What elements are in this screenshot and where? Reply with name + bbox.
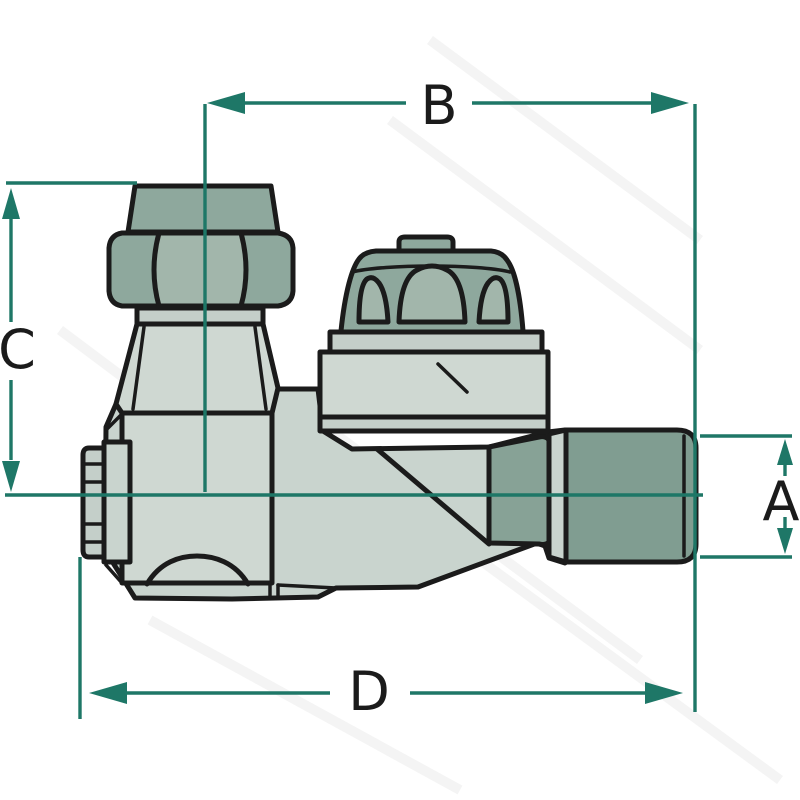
dimension-c: C [0, 181, 137, 492]
bonnet-collar [327, 329, 545, 355]
bonnet-arch-center [396, 263, 468, 325]
inlet-ribbed-cap [80, 445, 107, 560]
dimension-d-label: D [348, 660, 390, 723]
union-tailpiece [125, 183, 281, 235]
union-washer [134, 305, 266, 327]
union-hex-nut-center-facet [151, 230, 249, 309]
outlet-neck [486, 434, 559, 547]
valve-body-group [80, 183, 699, 602]
bonnet-arch-left [356, 275, 391, 325]
dimension-b: B [203, 74, 697, 712]
bonnet-cap [317, 234, 551, 434]
dimension-c-label: C [0, 318, 36, 381]
bonnet-top-nub [396, 234, 456, 254]
union-tube [113, 321, 281, 416]
inlet-cap-back [101, 439, 133, 565]
dimension-a-label: A [763, 470, 800, 533]
bonnet-arch-right [476, 275, 511, 325]
dimension-b-label: B [420, 74, 457, 137]
dimension-d: D [78, 557, 683, 723]
bonnet-band [317, 349, 551, 420]
inlet-rib-lines [81, 462, 106, 544]
body-face-arc [144, 553, 251, 587]
dimension-a: A [700, 434, 800, 559]
bonnet-band-strip [317, 414, 551, 434]
